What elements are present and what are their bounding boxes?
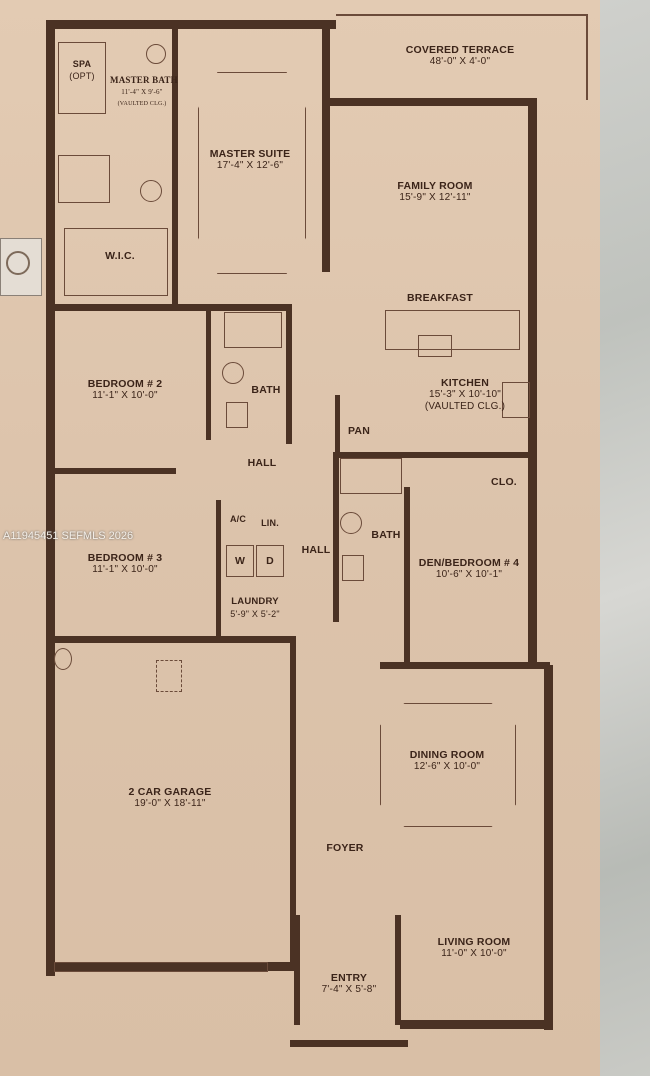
wall-entry-bottom xyxy=(290,1040,408,1047)
wall-master-left xyxy=(172,26,178,306)
wall-right-upper xyxy=(528,98,537,668)
exterior-equipment xyxy=(0,238,42,296)
wall-bath1-right xyxy=(286,304,292,444)
kitchen-counter xyxy=(385,310,520,350)
wall-bath2-left xyxy=(333,452,339,622)
wall-bed2-bottom xyxy=(46,468,176,474)
wall-garage-top xyxy=(46,636,291,643)
wall-kitchen-bottom xyxy=(335,452,531,458)
dining-ceiling-outline xyxy=(380,703,516,827)
spa-tub xyxy=(58,42,106,114)
wall-pan xyxy=(335,395,340,455)
master-shower xyxy=(58,155,110,203)
bath1-toilet xyxy=(222,362,244,384)
fan-icon xyxy=(6,251,30,275)
wall-bed2-right xyxy=(206,310,211,440)
label-dryer: D xyxy=(266,555,274,567)
dryer xyxy=(256,545,284,577)
garage-door xyxy=(54,962,268,972)
toilet xyxy=(140,180,162,202)
mls-watermark: A11945451 SEFMLS 2026 xyxy=(3,530,134,542)
label-washer: W xyxy=(234,555,246,567)
bath1-tub xyxy=(224,312,282,348)
sink xyxy=(146,44,166,64)
room-closet: CLO. xyxy=(491,476,517,488)
wall-right-lower xyxy=(544,665,553,1030)
water-heater xyxy=(54,648,72,670)
room-wic: W.I.C. xyxy=(105,250,135,262)
wall-laundry-left xyxy=(216,500,221,640)
room-hall-1: HALL xyxy=(247,457,277,469)
closet-shelf xyxy=(64,228,168,296)
bath1-sink xyxy=(226,402,248,428)
bath2-toilet xyxy=(340,512,362,534)
room-pantry: PAN xyxy=(348,425,370,437)
master-ceiling-outline xyxy=(198,72,306,274)
wall-entry-left xyxy=(294,915,300,1025)
marble-background xyxy=(596,0,650,1076)
wall-master-suite-right xyxy=(322,26,330,272)
wall-top-left xyxy=(46,20,336,29)
terrace-outline-right xyxy=(586,14,588,100)
wall-bed2-top xyxy=(46,304,291,311)
room-ac: A/C xyxy=(229,514,247,524)
wall-bottom-living xyxy=(400,1020,553,1029)
wall-left xyxy=(46,26,55,976)
bath2-sink xyxy=(342,555,364,581)
wall-top-right xyxy=(325,98,537,106)
wall-entry-right xyxy=(395,915,401,1025)
room-foyer: FOYER xyxy=(326,842,364,854)
room-bath-2: BATH xyxy=(371,529,401,541)
kitchen-sink xyxy=(418,335,452,357)
terrace-outline-top xyxy=(336,14,588,16)
room-bath-1: BATH xyxy=(251,384,281,396)
room-linen: LIN. xyxy=(261,518,279,528)
attic-access xyxy=(156,660,182,692)
room-spa: SPA(OPT) xyxy=(69,59,95,81)
room-breakfast: BREAKFAST xyxy=(407,292,473,304)
range xyxy=(502,382,530,418)
washer xyxy=(226,545,254,577)
bath2-tub xyxy=(340,458,402,494)
wall-den-bottom xyxy=(380,662,550,669)
wall-garage-right xyxy=(290,636,296,971)
room-hall-2: HALL xyxy=(301,544,331,556)
wall-den-left xyxy=(404,487,410,662)
wall-bottom-garage xyxy=(46,962,296,971)
